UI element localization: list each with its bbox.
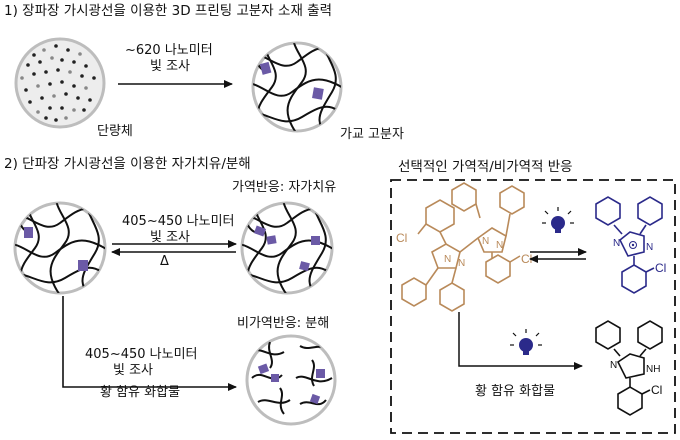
panel-title: 선택적인 가역적/비가역적 반응	[398, 159, 573, 175]
crosslinked-polymer-label: 가교 고분자	[340, 127, 404, 142]
dimer-n3: N	[482, 236, 489, 247]
split-crosslinker	[316, 369, 325, 378]
radical-n2: N	[646, 242, 653, 253]
split-crosslinker	[266, 235, 277, 245]
lightbulb-icon	[542, 207, 574, 233]
reaction-panel-border	[390, 179, 676, 434]
healing-circle	[240, 201, 334, 295]
split-crosslinker	[253, 225, 267, 237]
heat-delta-label: Δ	[160, 254, 169, 269]
crosslinker-square	[24, 227, 33, 238]
lightbulb-icon	[510, 329, 542, 355]
section1-title: 1) 장파장 가시광선을 이용한 3D 프린팅 고분자 소재 출력	[4, 3, 332, 19]
panel-sulfur-compound-label: 황 함유 화합물	[475, 384, 556, 399]
habi-dimer	[401, 182, 525, 312]
sulfur-compound-label: 황 함유 화합물	[100, 385, 181, 400]
split-crosslinker	[257, 363, 270, 375]
monomer-circle	[14, 37, 106, 129]
section1-wavelength-label: ~620 나노미터	[125, 43, 213, 58]
crosslinker-square	[259, 61, 272, 75]
radical-cl: Cl	[655, 261, 666, 275]
irreversible-reaction-label: 비가역반응: 분해	[237, 316, 330, 331]
radical-dot-icon	[629, 241, 637, 249]
crosslinker-square	[78, 260, 88, 271]
product-cl: Cl	[651, 383, 662, 397]
forward-wavelength-label: 405~450 나노미터	[122, 214, 235, 229]
lower-irradiation-label: 빛 조사	[113, 363, 154, 378]
dimer-cl-right: Cl	[521, 252, 532, 266]
section1-irradiation-label: 빛 조사	[150, 59, 191, 74]
dimer-cl-left: Cl	[396, 231, 407, 245]
split-crosslinker	[271, 374, 279, 382]
product-n: N	[610, 360, 617, 371]
degraded-circle	[245, 334, 337, 426]
monomer-label: 단량체	[97, 124, 133, 139]
triarylimidazole-product	[595, 320, 663, 416]
product-nh: NH	[646, 364, 660, 375]
reversible-reaction-label: 가역반응: 자가치유	[232, 180, 337, 195]
forward-irradiation-label: 빛 조사	[150, 230, 191, 245]
degradation-arrow	[62, 296, 237, 391]
lower-wavelength-label: 405~450 나노미터	[85, 347, 198, 362]
monomer-dots	[20, 44, 96, 122]
dimer-n1: N	[444, 254, 451, 265]
split-crosslinker	[309, 393, 321, 405]
triarylimidazolyl-radical	[595, 196, 663, 294]
radical-n1: N	[613, 238, 620, 249]
crosslinker-square	[312, 87, 324, 100]
section2-title: 2) 단파장 가시광선을 이용한 자가치유/분해	[4, 156, 251, 172]
dimer-n2: N	[458, 258, 465, 269]
split-crosslinker	[299, 261, 310, 272]
split-crosslinker	[311, 236, 320, 245]
dimer-n4: N	[496, 240, 503, 251]
panel-irreversible-arrow	[458, 312, 583, 370]
